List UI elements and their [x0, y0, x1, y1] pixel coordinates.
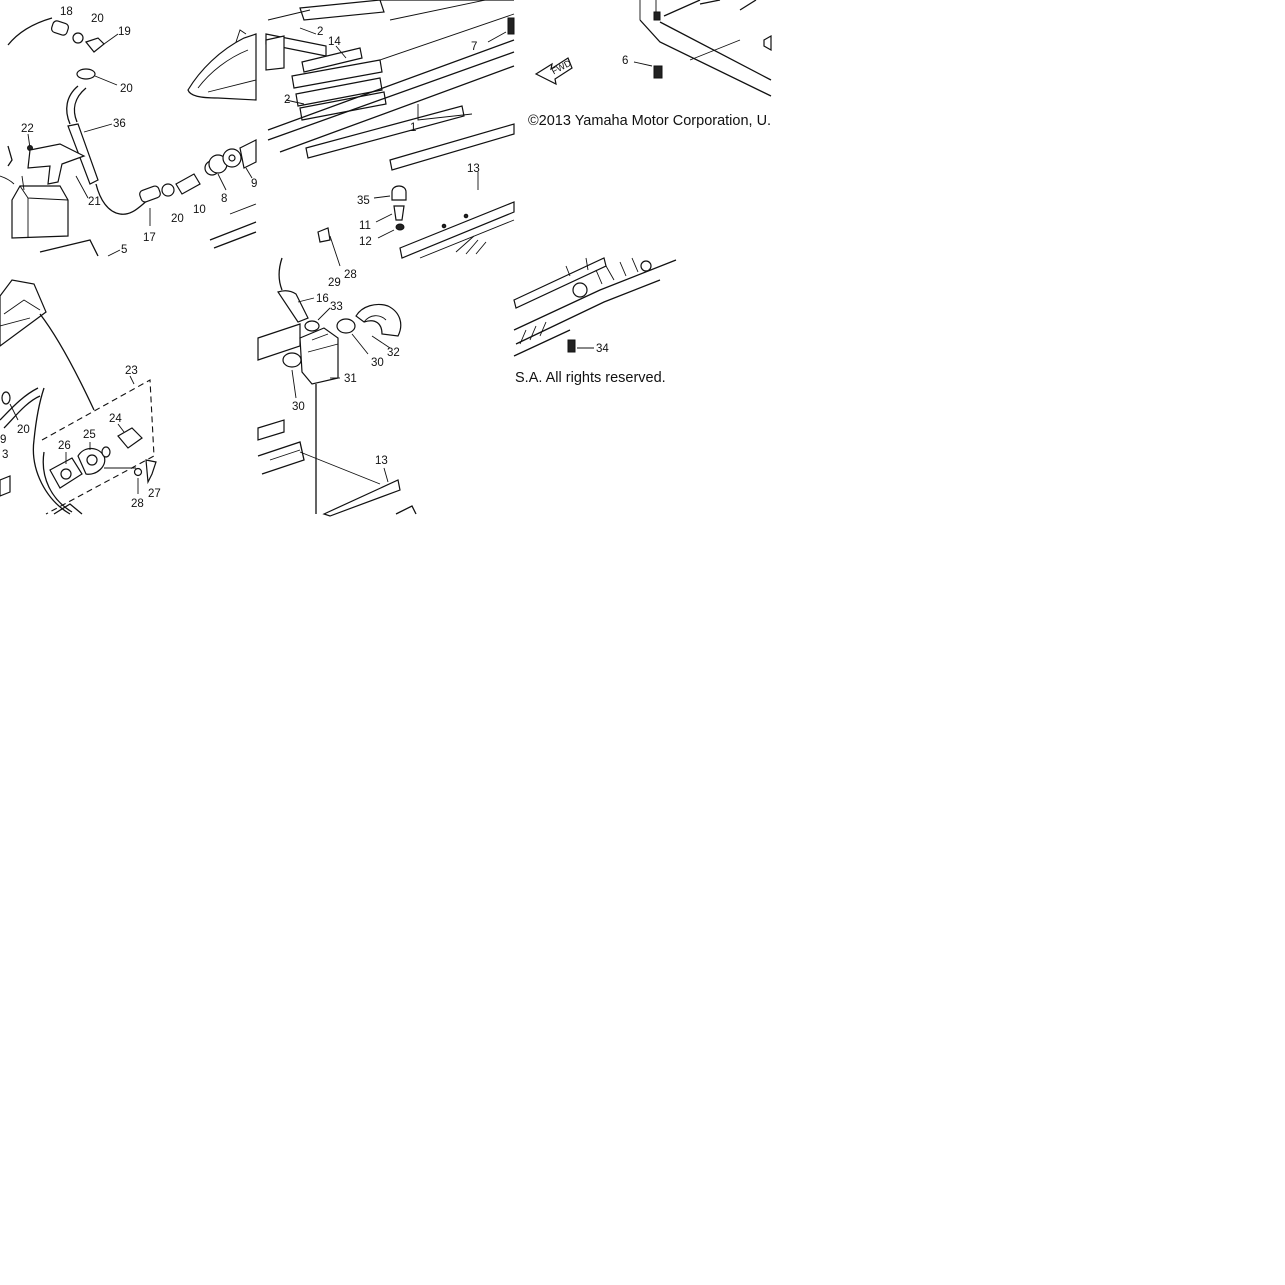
callout-20: 20: [120, 83, 133, 95]
callout-20: 20: [91, 13, 104, 25]
callout-13: 13: [467, 163, 480, 175]
callout-6: 6: [622, 55, 628, 67]
copyright-line-2: S.A. All rights reserved.: [515, 370, 666, 386]
callout-12: 12: [359, 236, 372, 248]
callout-13: 13: [375, 455, 388, 467]
callout-21: 21: [88, 196, 101, 208]
callout-2: 2: [317, 26, 323, 38]
callout-26: 26: [58, 440, 71, 452]
callout-29: 29: [328, 277, 341, 289]
tile-pump-assembly: [0, 279, 157, 515]
callout-5: 5: [121, 244, 127, 256]
callout-32: 32: [387, 347, 400, 359]
callout-16: 16: [316, 293, 329, 305]
tile-hose-assembly: [0, 17, 257, 257]
callout-9: 9: [251, 178, 257, 190]
callout-28: 28: [131, 498, 144, 510]
callout-36: 36: [113, 118, 126, 130]
callout-27: 27: [148, 488, 161, 500]
callout-28: 28: [344, 269, 357, 281]
fwd-arrow-icon: FWD: [534, 57, 573, 86]
callout-24: 24: [109, 413, 122, 425]
callout-34: 34: [596, 343, 609, 355]
callout-17: 17: [143, 232, 156, 244]
callout-11: 11: [359, 220, 371, 232]
callout-3: 3: [2, 449, 8, 461]
tile-hull-strips: [265, 0, 515, 259]
tile-frame-bolt: FWD ©2013 Yamaha Motor Corporation, U.: [528, 0, 772, 129]
callout-8: 8: [221, 193, 227, 205]
callout-33: 33: [330, 301, 343, 313]
callout-19: 19: [118, 26, 131, 38]
callout-7: 7: [471, 41, 477, 53]
callout-35: 35: [357, 195, 370, 207]
callout-25: 25: [83, 429, 96, 441]
callout-23: 23: [125, 365, 138, 377]
callout-9: 9: [0, 434, 6, 446]
callout-14: 14: [328, 36, 341, 48]
callout-10: 10: [193, 204, 206, 216]
tile-elbow-assembly: [257, 227, 417, 517]
callout-labels: 18 20 19 20 36 22 21 17 20 10 8 9 5 2 14…: [0, 6, 628, 510]
callout-1: 1: [410, 122, 416, 134]
copyright-line-1: ©2013 Yamaha Motor Corporation, U.: [528, 113, 771, 129]
callout-30: 30: [371, 357, 384, 369]
callout-31: 31: [344, 373, 357, 385]
callout-2: 2: [284, 94, 290, 106]
callout-20: 20: [171, 213, 184, 225]
tile-strip-bolt: S.A. All rights reserved.: [513, 257, 677, 386]
callout-30: 30: [292, 401, 305, 413]
callout-18: 18: [60, 6, 73, 18]
callout-22: 22: [21, 123, 34, 135]
callout-20: 20: [17, 424, 30, 436]
